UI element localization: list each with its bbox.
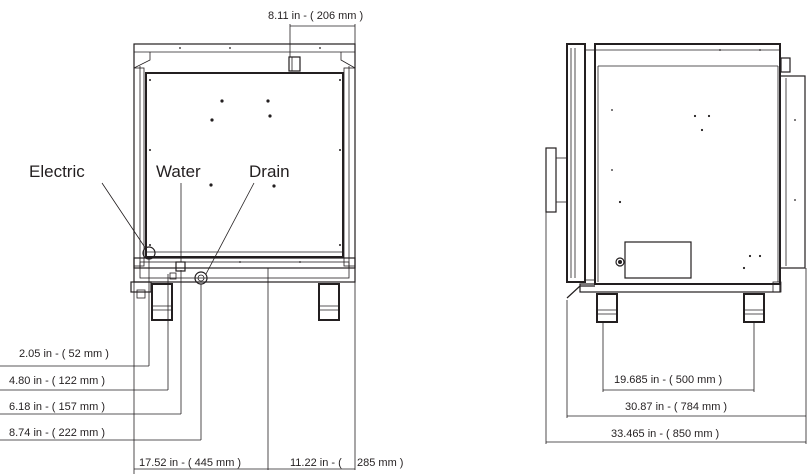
electric-label: Electric	[29, 162, 85, 181]
front-bottom-band	[133, 257, 356, 283]
side-view	[545, 43, 807, 444]
dim-label-157mm: 6.18 in - ( 157 mm )	[9, 401, 105, 413]
dim-label-784mm: 30.87 in - ( 784 mm )	[625, 401, 727, 413]
dim-label-285mm-suffix: 285 mm )	[357, 457, 403, 469]
door-handle	[545, 147, 557, 213]
front-right-rail	[343, 67, 356, 267]
dim-label-500mm: 19.685 in - ( 500 mm )	[614, 374, 722, 386]
side-screws	[611, 49, 796, 270]
side-plate	[624, 241, 692, 279]
dim-label-122mm: 4.80 in - ( 122 mm )	[9, 375, 105, 387]
side-door	[566, 43, 586, 283]
drain-leader	[205, 182, 255, 275]
electric-leader	[101, 182, 147, 250]
side-body	[594, 43, 781, 285]
rear-panel	[779, 75, 806, 269]
side-base	[579, 283, 781, 293]
front-left-rail	[133, 67, 145, 267]
vent-pipe	[288, 56, 301, 72]
dim-label-285mm-prefix: 11.22 in - (	[290, 457, 342, 469]
water-label: Water	[156, 162, 201, 181]
top-dimension-label: 8.11 in - ( 206 mm )	[268, 10, 363, 22]
water-connector	[175, 261, 186, 272]
front-view	[0, 24, 356, 474]
dim-label-52mm: 2.05 in - ( 52 mm )	[19, 348, 109, 360]
front-door-panel	[145, 72, 344, 258]
front-screws	[149, 47, 341, 263]
front-feet	[151, 283, 340, 321]
dim-label-222mm: 8.74 in - ( 222 mm )	[9, 427, 105, 439]
dim-label-445mm: 17.52 in - ( 445 mm )	[139, 457, 241, 469]
front-outer-frame	[133, 43, 356, 269]
dim-label-850mm: 33.465 in - ( 850 mm )	[611, 428, 719, 440]
side-feet	[596, 293, 765, 323]
drain-label: Drain	[249, 162, 290, 181]
